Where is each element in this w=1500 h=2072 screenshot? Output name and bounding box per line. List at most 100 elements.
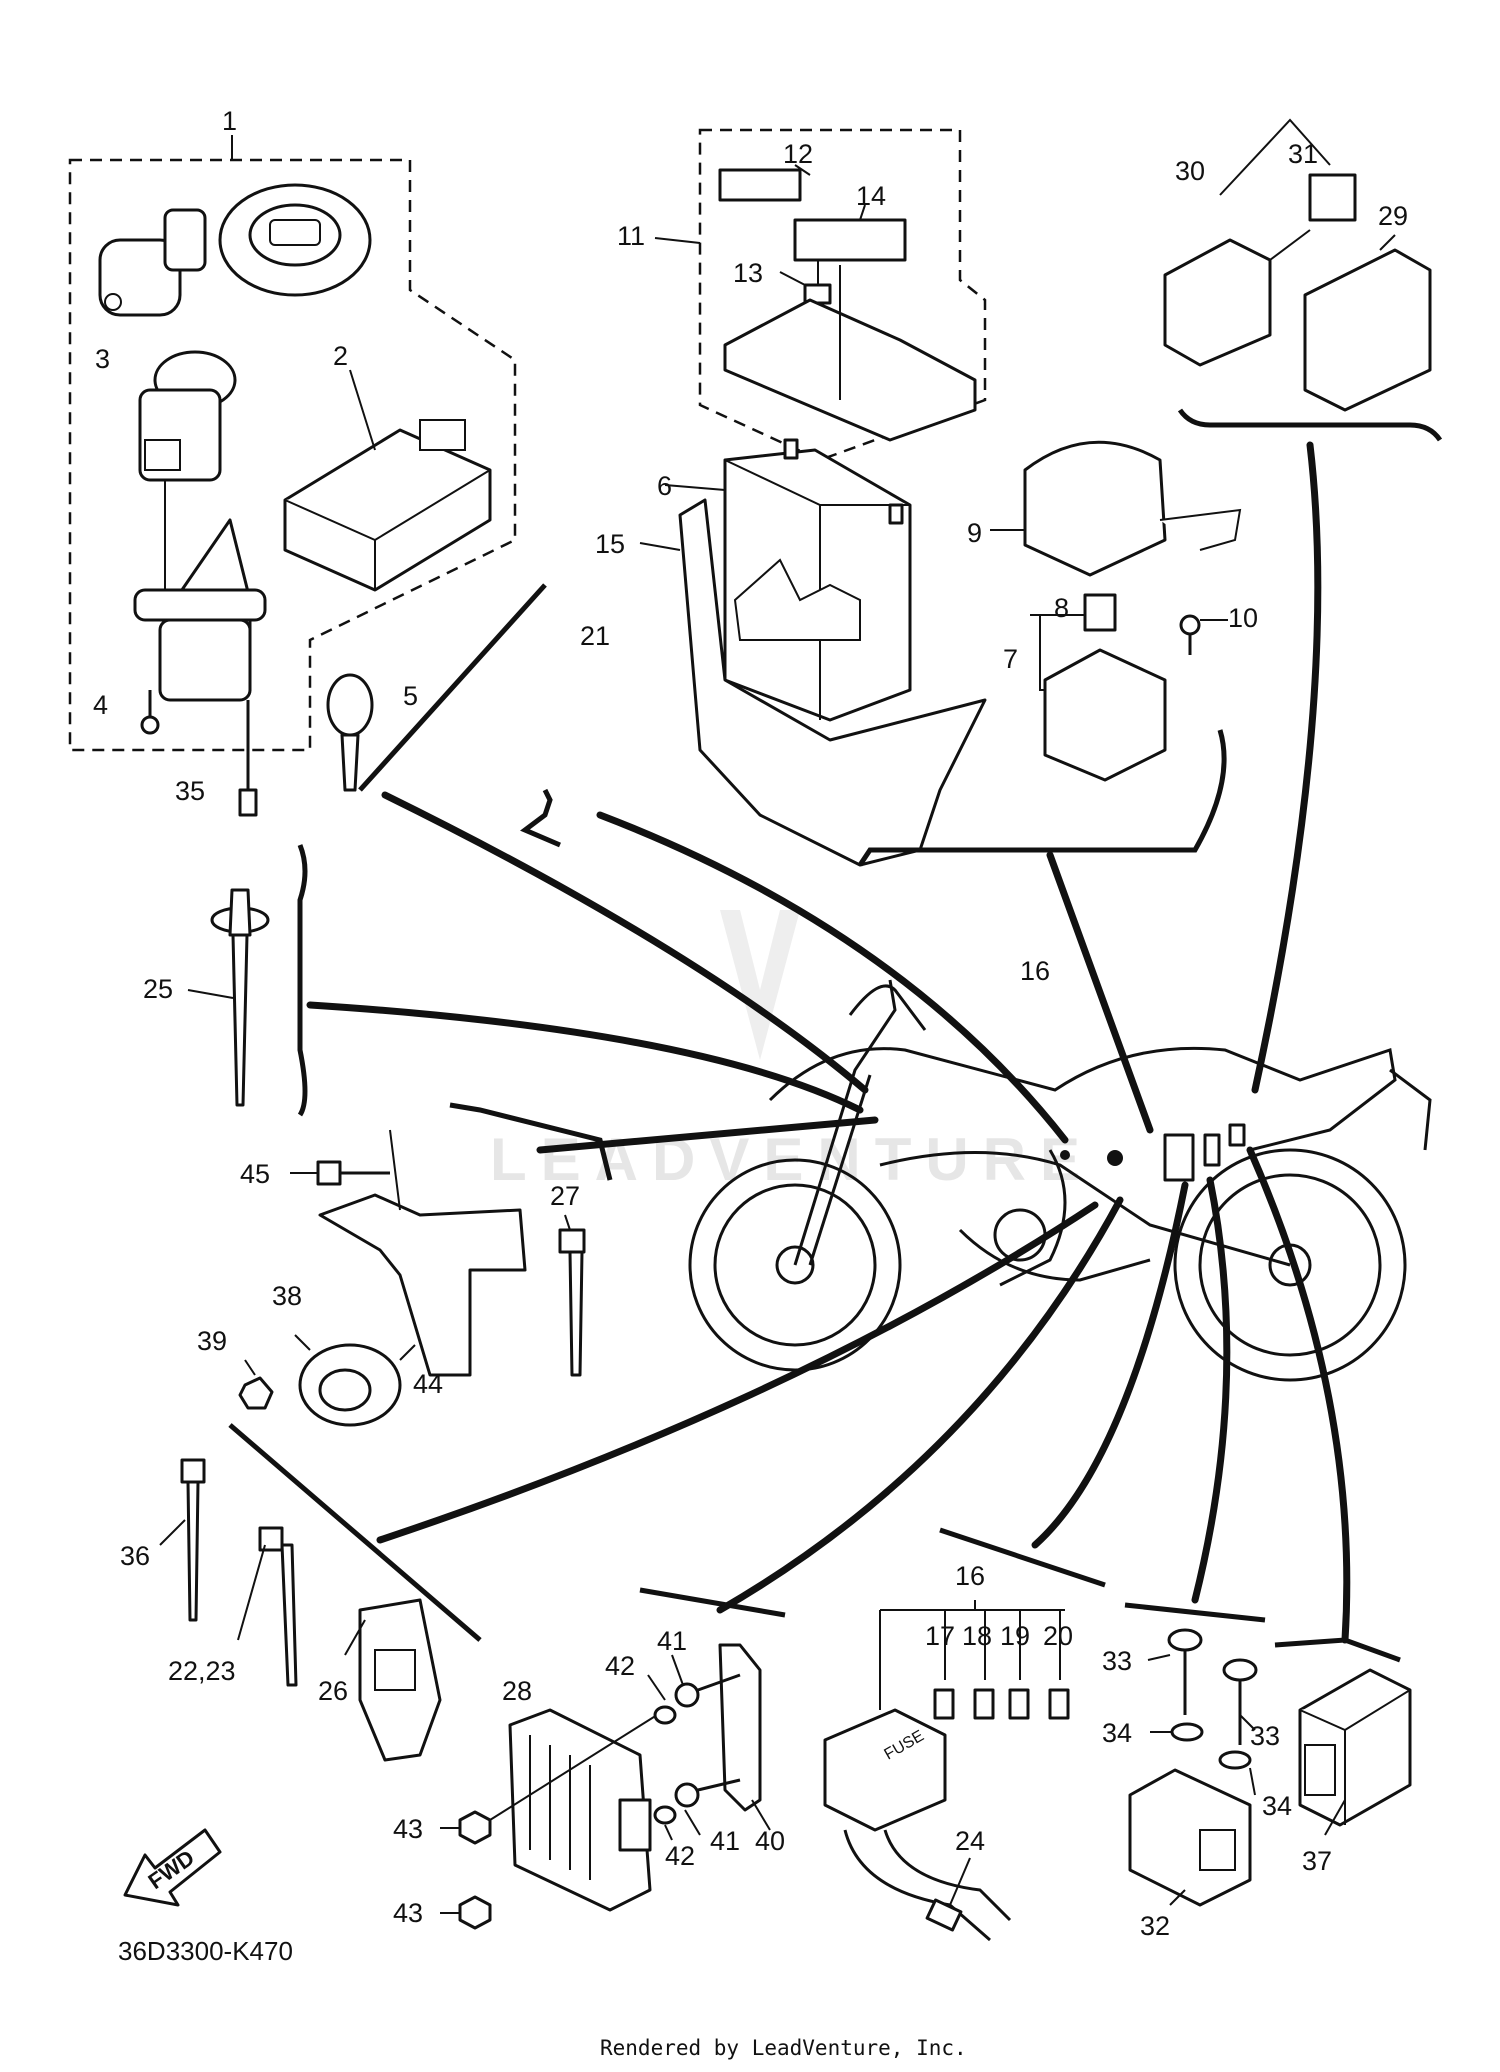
callout-40: 40 (755, 1826, 785, 1856)
bolt-35 (238, 700, 258, 817)
callout-labels: 1 2 3 4 5 6 7 8 9 10 11 12 13 14 15 16 1… (93, 106, 1408, 1941)
fuse-20 (1048, 1688, 1070, 1720)
callout-19: 19 (1000, 1621, 1030, 1651)
fuse-18 (973, 1688, 995, 1720)
callout-3: 3 (95, 344, 110, 374)
fuel-cap (218, 183, 372, 297)
callout-16-bike: 16 (1020, 956, 1050, 986)
battery-and-cover (639, 438, 987, 867)
bracket-top-right (1177, 408, 1443, 442)
bolts-41 (674, 1673, 741, 1808)
nut-39 (238, 1376, 274, 1410)
horn-group (238, 1129, 586, 1427)
callout-42a: 42 (605, 1651, 635, 1681)
callout-20: 20 (1043, 1621, 1073, 1651)
callout-22-23: 22,23 (168, 1656, 236, 1686)
callout-32: 32 (1140, 1911, 1170, 1941)
connector-group (1163, 118, 1443, 442)
callout-9: 9 (967, 518, 982, 548)
callout-13: 13 (733, 258, 763, 288)
callout-10: 10 (1228, 603, 1258, 633)
starter-relay-cover (1023, 440, 1167, 577)
callout-43b: 43 (393, 1898, 423, 1928)
bracket-horn (449, 1102, 613, 1181)
bolt-4 (140, 690, 160, 735)
ecu-unit (283, 369, 492, 592)
battery-kit-group (654, 128, 987, 462)
callout-44: 44 (413, 1369, 443, 1399)
bracket-clamps (228, 1423, 482, 1642)
leadventure-watermark: LEADVENTURE (490, 910, 1080, 1193)
fuse-19 (1008, 1688, 1030, 1720)
key (326, 673, 374, 792)
nut-43a (458, 1810, 492, 1845)
cable-tie-36 (180, 1458, 206, 1622)
callout-14: 14 (856, 181, 886, 211)
fuse-8 (1083, 593, 1117, 632)
callout-21: 21 (580, 621, 610, 651)
battery-band (723, 265, 977, 442)
callout-39: 39 (197, 1326, 227, 1356)
callout-33b: 33 (1250, 1721, 1280, 1751)
callout-5: 5 (403, 681, 418, 711)
cable-tie-25 (187, 888, 270, 1107)
ignition-group (68, 135, 517, 817)
stay-40 (718, 1643, 762, 1812)
callout-41b: 41 (710, 1826, 740, 1856)
battery-kit-boundary (698, 128, 987, 462)
callout-36: 36 (120, 1541, 150, 1571)
callout-35: 35 (175, 776, 205, 806)
motorcycle-outline (688, 979, 1432, 1382)
clamp-group (159, 1458, 442, 1762)
callout-4: 4 (93, 690, 108, 720)
callout-24: 24 (955, 1826, 985, 1856)
bracket-regulator (639, 1587, 786, 1618)
callout-17: 17 (925, 1621, 955, 1651)
starter-relay (1043, 648, 1167, 782)
clamp-26 (358, 1598, 442, 1762)
callout-26: 26 (318, 1676, 348, 1706)
callout-30: 30 (1175, 156, 1205, 186)
battery-pad-12 (718, 164, 811, 202)
callout-16-fuse: 16 (955, 1561, 985, 1591)
callout-45: 45 (240, 1159, 270, 1189)
callout-18: 18 (962, 1621, 992, 1651)
screw-33b (1222, 1658, 1258, 1745)
bolt-45 (316, 1160, 390, 1186)
sensor-group (1128, 1628, 1258, 1907)
battery-pad-14 (793, 204, 907, 262)
callout-43a: 43 (393, 1814, 423, 1844)
callout-28: 28 (502, 1676, 532, 1706)
callout-38: 38 (272, 1281, 302, 1311)
callout-11: 11 (617, 221, 645, 251)
lead-wires (306, 441, 1351, 1644)
callout-29: 29 (1378, 201, 1408, 231)
horn-bracket (318, 1193, 527, 1377)
bracket-ignition (358, 583, 547, 792)
callout-6: 6 (657, 471, 672, 501)
band-22 (258, 1526, 298, 1687)
cap-31 (1308, 173, 1357, 222)
callout-8: 8 (1054, 593, 1069, 623)
cable-tie-27 (558, 1214, 586, 1377)
coupler-30 (1163, 238, 1272, 367)
callout-2: 2 (333, 341, 348, 371)
callout-33a: 33 (1102, 1646, 1132, 1676)
main-switch-lock (98, 208, 207, 317)
forward-arrow: FWD (123, 1828, 222, 1907)
relay-group (990, 440, 1242, 782)
bracket-battery (857, 729, 1227, 867)
screw-33a (1167, 1628, 1203, 1715)
battery-cover (678, 498, 987, 867)
steering-lock (133, 518, 267, 702)
washer-34a (1170, 1722, 1204, 1742)
pad-13 (779, 260, 832, 305)
relay-29 (1303, 248, 1432, 412)
fuse-17 (933, 1688, 955, 1720)
nut-43b (458, 1895, 492, 1930)
regulator-group (440, 1643, 771, 1930)
collar-42b (653, 1805, 677, 1825)
callout-15: 15 (595, 529, 625, 559)
ignition-group-boundary (68, 158, 517, 752)
